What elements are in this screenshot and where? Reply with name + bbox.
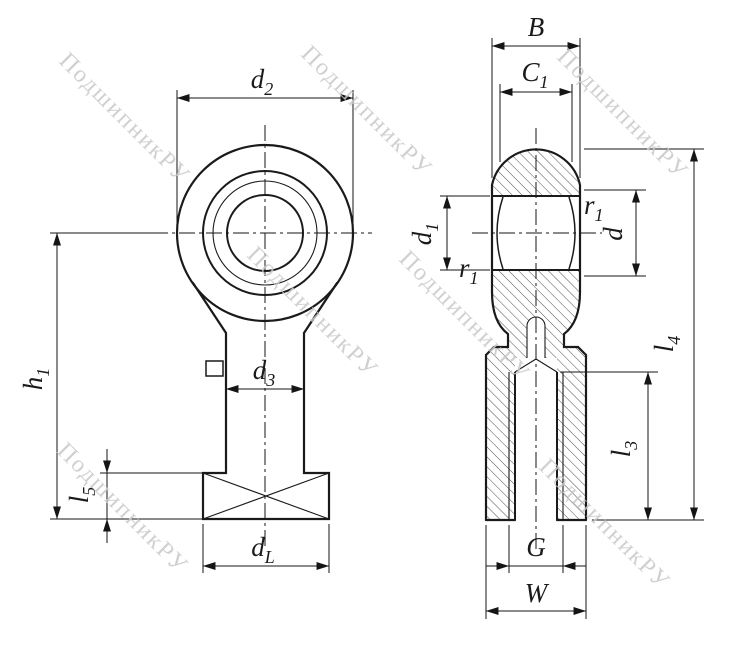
watermarks: ПодшипникРУ ПодшипникРУ ПодшипникРУ Подш… [52, 41, 693, 595]
dimension-l3: l3 [560, 371, 658, 521]
dimension-label-r1-top: r1 [584, 190, 604, 225]
bore-chamfer-circle [212, 180, 318, 286]
dimension-label-d: d [598, 227, 628, 241]
lube-channel-void [527, 326, 545, 360]
dimension-label-d1: d1 [407, 223, 442, 246]
head-outer-circle [175, 143, 355, 323]
dimension-label-B: B [528, 12, 545, 42]
front-view [152, 125, 372, 548]
dimension-label-l4: l4 [649, 336, 684, 353]
dimension-label-dL: dL [251, 532, 275, 567]
dimension-dL: dL [202, 524, 330, 573]
watermark-text: ПодшипникРУ [52, 438, 193, 579]
watermark-text: ПодшипникРУ [552, 44, 693, 185]
grease-nipple [205, 360, 224, 377]
bore-circle [226, 194, 304, 272]
dimension-h1: h1 [18, 232, 203, 520]
dimension-label-C1: C1 [521, 57, 548, 92]
dimension-B: B [491, 12, 581, 178]
dimension-label-h1: h1 [18, 368, 53, 391]
dimension-label-W: W [525, 578, 550, 608]
dimension-label-d2: d2 [251, 64, 274, 99]
dimension-d3: d3 [225, 355, 305, 393]
dimension-label-G: G [526, 532, 546, 562]
drill-cone-line [514, 358, 537, 373]
dimension-G: G [486, 525, 586, 573]
flange-cross-line [202, 472, 330, 520]
dimension-label-l5: l5 [64, 487, 99, 504]
body-outline [191, 281, 339, 521]
dimension-d: d [584, 189, 646, 277]
dimension-C1: C1 [499, 57, 573, 162]
watermark-text: ПодшипникРУ [54, 48, 195, 189]
dimension-label-l3: l3 [606, 441, 641, 458]
dimension-d1: d1 [407, 195, 490, 271]
dimension-d2: d2 [176, 64, 354, 226]
drill-cone-line [535, 358, 558, 373]
ball-outer-circle [202, 170, 328, 296]
dimension-W: W [485, 525, 587, 619]
watermark-text: ПодшипникРУ [534, 454, 675, 595]
dimension-label-r1-bottom: r1 [459, 253, 479, 288]
side-view [472, 128, 602, 550]
dimension-l5: l5 [64, 449, 203, 543]
ball-arc-left [496, 196, 504, 270]
dimension-label-d3: d3 [253, 355, 276, 390]
